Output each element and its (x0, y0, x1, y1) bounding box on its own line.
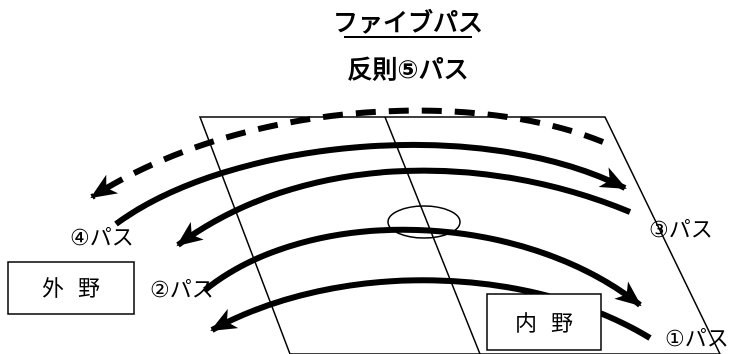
infield-label: 内野 (515, 312, 587, 337)
pass-4-label: ④パス (70, 226, 134, 251)
pass-4-arrow (114, 141, 627, 227)
outfield-box (7, 261, 135, 315)
infield-box (486, 293, 602, 351)
court-center-line (384, 116, 481, 354)
pass-3-label: ③パス (649, 218, 713, 243)
court-outline (198, 116, 721, 354)
pass-3-arrow (176, 167, 632, 248)
pass-2-arrow (203, 226, 642, 308)
center-circle (387, 205, 461, 239)
diagram-subtitle: 反則⑤パス (347, 55, 468, 84)
pass-1-label: ①パス (665, 327, 729, 352)
outfield-label: 外野 (42, 277, 114, 302)
pass-2-label: ②パス (150, 278, 214, 303)
diagram-title: ファイブパス (333, 8, 483, 37)
